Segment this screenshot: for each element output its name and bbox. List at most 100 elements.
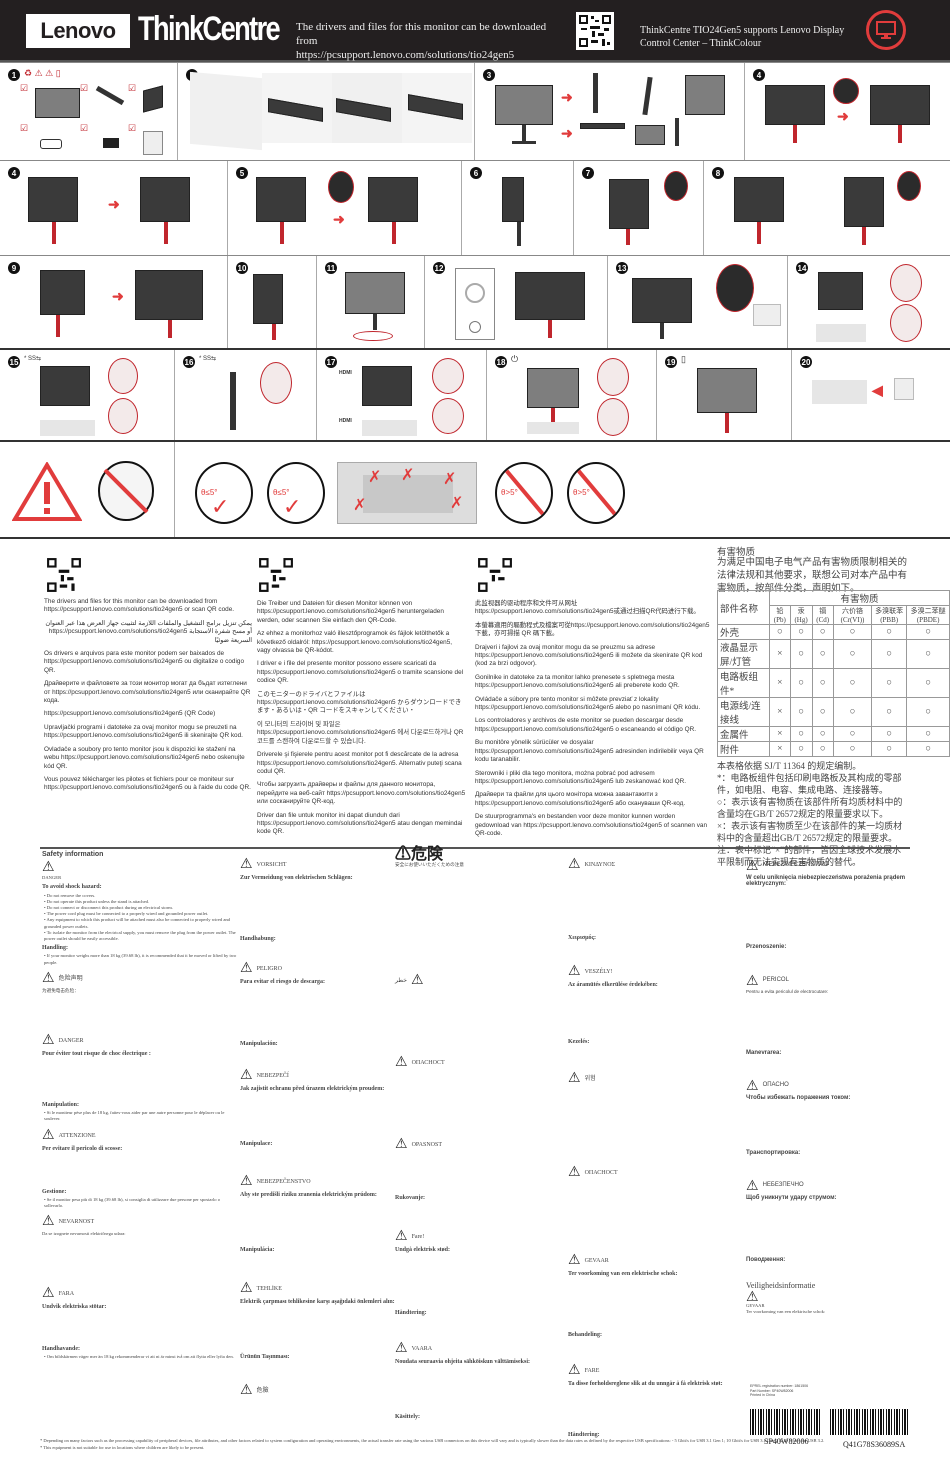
warning-triangle-icon: ⚠ xyxy=(568,1164,581,1180)
manual-icon: ▯ xyxy=(681,354,686,364)
step-number: 12 xyxy=(433,262,445,274)
footnote-children: * This equipment is not suitable for use… xyxy=(40,1445,205,1450)
step-number: 4 xyxy=(753,69,765,81)
step-11-panel: 11 xyxy=(317,256,425,348)
regulatory-info: EPREL registration number: 1861506 Part … xyxy=(750,1384,809,1397)
step-number: 5 xyxy=(236,167,248,179)
step-number: 19 xyxy=(665,356,677,368)
tilt-bad-icon: θ>5° xyxy=(495,462,553,524)
step-9-panel: 9 ➜ xyxy=(0,256,228,348)
zoom-circle xyxy=(432,358,464,394)
qr-code[interactable] xyxy=(44,555,84,595)
safety-col-1: Safety information ⚠ DANGER To avoid sho… xyxy=(42,851,237,1360)
warning-triangle-icon: ⚠ xyxy=(42,1127,55,1143)
zoom-circle xyxy=(890,304,922,342)
check-icon: ☑ xyxy=(20,83,29,93)
step-number: 17 xyxy=(325,356,337,368)
step-number: 13 xyxy=(616,262,628,274)
check-icon: ☑ xyxy=(80,83,89,93)
cable-image xyxy=(40,139,62,149)
warning-triangle-icon: ⚠ xyxy=(568,857,581,872)
hazard-notes: 本表格依据 SJ/T 11364 的规定编制。 *：电路板组件包括印刷电路板及其… xyxy=(717,761,903,867)
step-3-panel: 3 ➜ ➜ xyxy=(475,63,745,160)
arrow-icon: ◀ xyxy=(872,382,883,398)
clean-surface-image xyxy=(190,71,262,151)
warning-triangle-icon: ⚠ xyxy=(395,1341,408,1357)
warning-triangle-icon: ⚠ xyxy=(395,1055,408,1071)
hdmi-label: HDMI xyxy=(339,370,352,376)
step-number: 9 xyxy=(8,262,20,274)
barcode-serial xyxy=(830,1409,908,1435)
step-number: 7 xyxy=(582,167,594,179)
warning-triangle-icon: ⚠ xyxy=(240,1174,253,1190)
step-number: 4 xyxy=(8,167,20,179)
lenovo-logo: Lenovo xyxy=(26,14,130,48)
warning-triangle-icon: ⚠ xyxy=(42,1214,55,1230)
step-18-panel: 18 ⏻ xyxy=(487,350,657,440)
hazard-table: 部件名称 有害物质 铅 (Pb) 汞 (Hg) 镉 (Cd) 六价铬 (Cr(V… xyxy=(717,590,950,757)
qr-code[interactable] xyxy=(256,555,296,595)
safety-col-5: ⚠NIEBEZPIECZEŃSTWO W celu uniknięcia nie… xyxy=(746,852,911,1315)
warning-triangle-icon: ⚠ xyxy=(240,1280,253,1296)
step-number: 15 xyxy=(8,356,20,368)
download-info: The drivers and files for this monitor c… xyxy=(296,20,556,62)
warning-triangle-icon: ⚠ xyxy=(746,1077,759,1094)
step-number: 1 xyxy=(8,69,20,81)
stand-image xyxy=(95,85,125,106)
warning-triangle-icon: ⚠ xyxy=(240,857,253,872)
tilt-bad-icon: θ>5° xyxy=(567,462,625,524)
download-url[interactable]: https://pcsupport.lenovo.com/solutions/t… xyxy=(296,49,515,61)
safety-title: Safety information xyxy=(42,851,104,858)
qr-code[interactable] xyxy=(475,555,515,595)
power-icon: ⏻ xyxy=(511,354,519,364)
thinkcentre-logo: ThinkCentre xyxy=(138,10,281,48)
wall-outlet-icon xyxy=(894,378,914,400)
arrow-icon: ➜ xyxy=(561,125,573,141)
safety-col-2: ⚠VORSICHT Zur Vermeidung von elektrische… xyxy=(240,857,395,1399)
step-13-panel: 13 xyxy=(608,256,788,348)
warning-triangle-icon: ⚠ xyxy=(42,1032,55,1048)
warning-triangle-icon: ⚠ xyxy=(746,971,759,988)
warning-triangle-icon: ⚠ xyxy=(746,857,759,873)
step-19-panel: 19 ▯ xyxy=(657,350,792,440)
warning-triangle-icon: ⚠ xyxy=(568,964,581,980)
step-4b-panel: 4 ➜ xyxy=(0,161,228,255)
zoom-circle xyxy=(597,398,629,436)
check-icon: ☑ xyxy=(80,123,89,133)
step-15-panel: 15 * SS⇆ xyxy=(0,350,175,440)
zoom-circle xyxy=(897,171,921,201)
step-5-panel: 5 ➜ xyxy=(228,161,462,255)
zoom-circle xyxy=(890,264,922,302)
monitor-image xyxy=(495,85,553,125)
step-number: 14 xyxy=(796,262,808,274)
arrow-icon: ➜ xyxy=(561,89,573,105)
barcode-label: SP40W82006 xyxy=(764,1437,809,1446)
table-row: 外壳○○○○○○ xyxy=(717,624,950,640)
table-row: 电源线/连接线×○○○○○ xyxy=(717,697,950,727)
step-4-panel: 4 ➜ xyxy=(745,63,950,160)
tilt-warning-panel: θ≤5° ✓ θ≤5° ✓ ✗ ✗ ✗ ✗ ✗ θ>5° θ>5° xyxy=(175,442,950,537)
footnote-usb: * Depending on many factors such as the … xyxy=(40,1438,825,1443)
step-8-panel: 8 xyxy=(704,161,950,255)
monitor-head-image xyxy=(35,88,80,118)
warning-triangle-icon: ⚠ xyxy=(240,961,253,977)
barcode-part-number xyxy=(750,1409,820,1435)
joystick-icon xyxy=(465,283,485,303)
step-number: 6 xyxy=(470,167,482,179)
room-placement-diagram: ✗ ✗ ✗ ✗ ✗ xyxy=(337,462,477,524)
warning-triangle-icon: ⚠ xyxy=(395,1137,408,1153)
arrow-icon: ➜ xyxy=(108,196,120,212)
zoom-circle xyxy=(260,362,292,404)
step-number: 10 xyxy=(236,262,248,274)
hazard-title: 有害物质 xyxy=(717,548,756,558)
manual-image xyxy=(143,131,163,155)
table-row: 附件×○○○○○ xyxy=(717,741,950,757)
wall-outlet-icon xyxy=(753,304,781,326)
hdmi-label: HDMI xyxy=(339,418,352,424)
step-number: 16 xyxy=(183,356,195,368)
safety-col-3: ⚠危険 安全にお使いいただくための注意 خطر⚠ ⚠ОПАСНОСТ ⚠OPAS… xyxy=(395,846,531,1421)
warning-triangle-icon: ⚠ xyxy=(42,1286,55,1302)
step-7-panel: 7 xyxy=(574,161,704,255)
qr-code[interactable] xyxy=(576,12,614,50)
warning-panel xyxy=(0,442,175,537)
